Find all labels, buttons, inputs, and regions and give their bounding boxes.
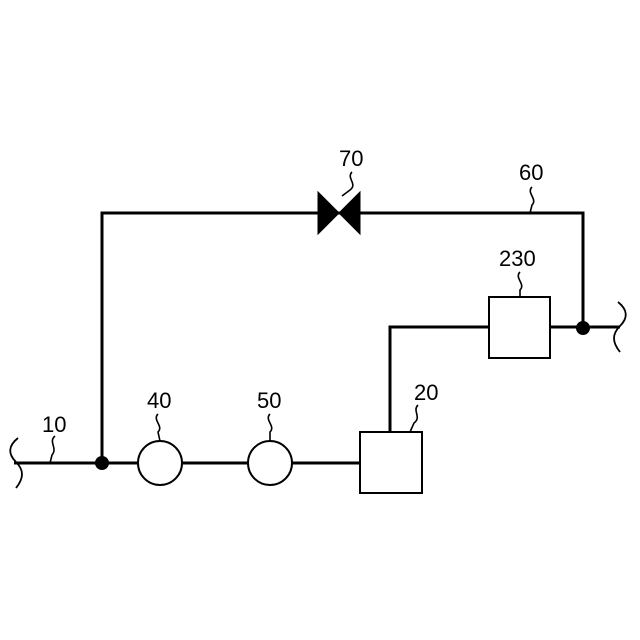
component-50-circle [248, 441, 292, 485]
label-230: 230 [499, 246, 536, 271]
label-40: 40 [147, 388, 171, 413]
main-line-10 [10, 438, 360, 488]
label-70: 70 [339, 146, 363, 171]
component-40-circle [138, 441, 182, 485]
valve-left-triangle [318, 192, 339, 234]
label-60: 60 [519, 160, 543, 185]
leader-10 [50, 436, 55, 463]
leader-230 [518, 272, 521, 297]
junction-node-left [95, 456, 109, 470]
leader-60 [530, 187, 534, 213]
unit20-to-unit230-line [390, 327, 489, 432]
label-50: 50 [257, 388, 281, 413]
leader-20 [410, 405, 418, 432]
leader-50 [268, 414, 271, 441]
valve-right-triangle [339, 192, 360, 234]
valve-70-icon [318, 192, 360, 234]
leader-70 [342, 172, 353, 196]
unit-230-box [489, 297, 550, 358]
unit-20-box [360, 432, 422, 493]
label-20: 20 [414, 380, 438, 405]
label-10: 10 [42, 412, 66, 437]
leader-40 [156, 414, 160, 441]
junction-node-right [576, 321, 590, 335]
